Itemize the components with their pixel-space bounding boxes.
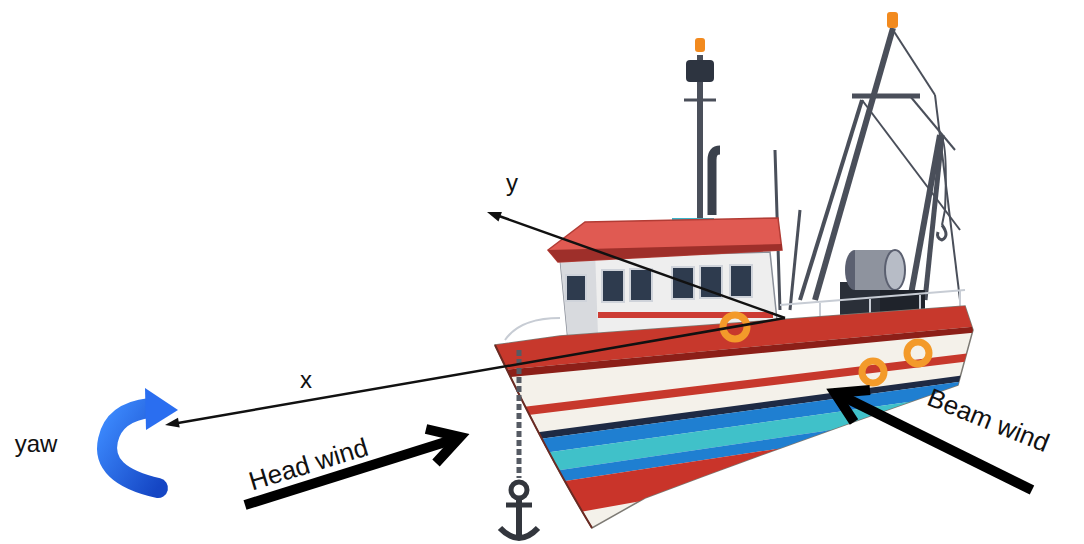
hull xyxy=(480,296,980,530)
rigging xyxy=(672,12,960,310)
anchor xyxy=(500,350,538,540)
axes xyxy=(165,212,785,428)
mast-light xyxy=(695,38,705,52)
yaw-arrow xyxy=(107,388,178,488)
axis-label: x xyxy=(300,367,312,393)
cross-tree xyxy=(852,94,920,99)
keel-band xyxy=(480,418,980,530)
hook xyxy=(938,225,947,240)
axis-label: y xyxy=(506,170,518,196)
teal-band xyxy=(480,392,980,482)
rotation-label: yaw xyxy=(15,431,58,457)
wind-arrows xyxy=(245,390,1032,505)
exhaust-pipe xyxy=(712,150,720,215)
cabin-roof xyxy=(548,218,782,262)
wheelhouse xyxy=(548,218,782,340)
lifebuoys xyxy=(723,315,929,383)
radar-dome xyxy=(686,60,714,82)
y-axis xyxy=(499,216,785,318)
x-axis xyxy=(178,318,785,423)
